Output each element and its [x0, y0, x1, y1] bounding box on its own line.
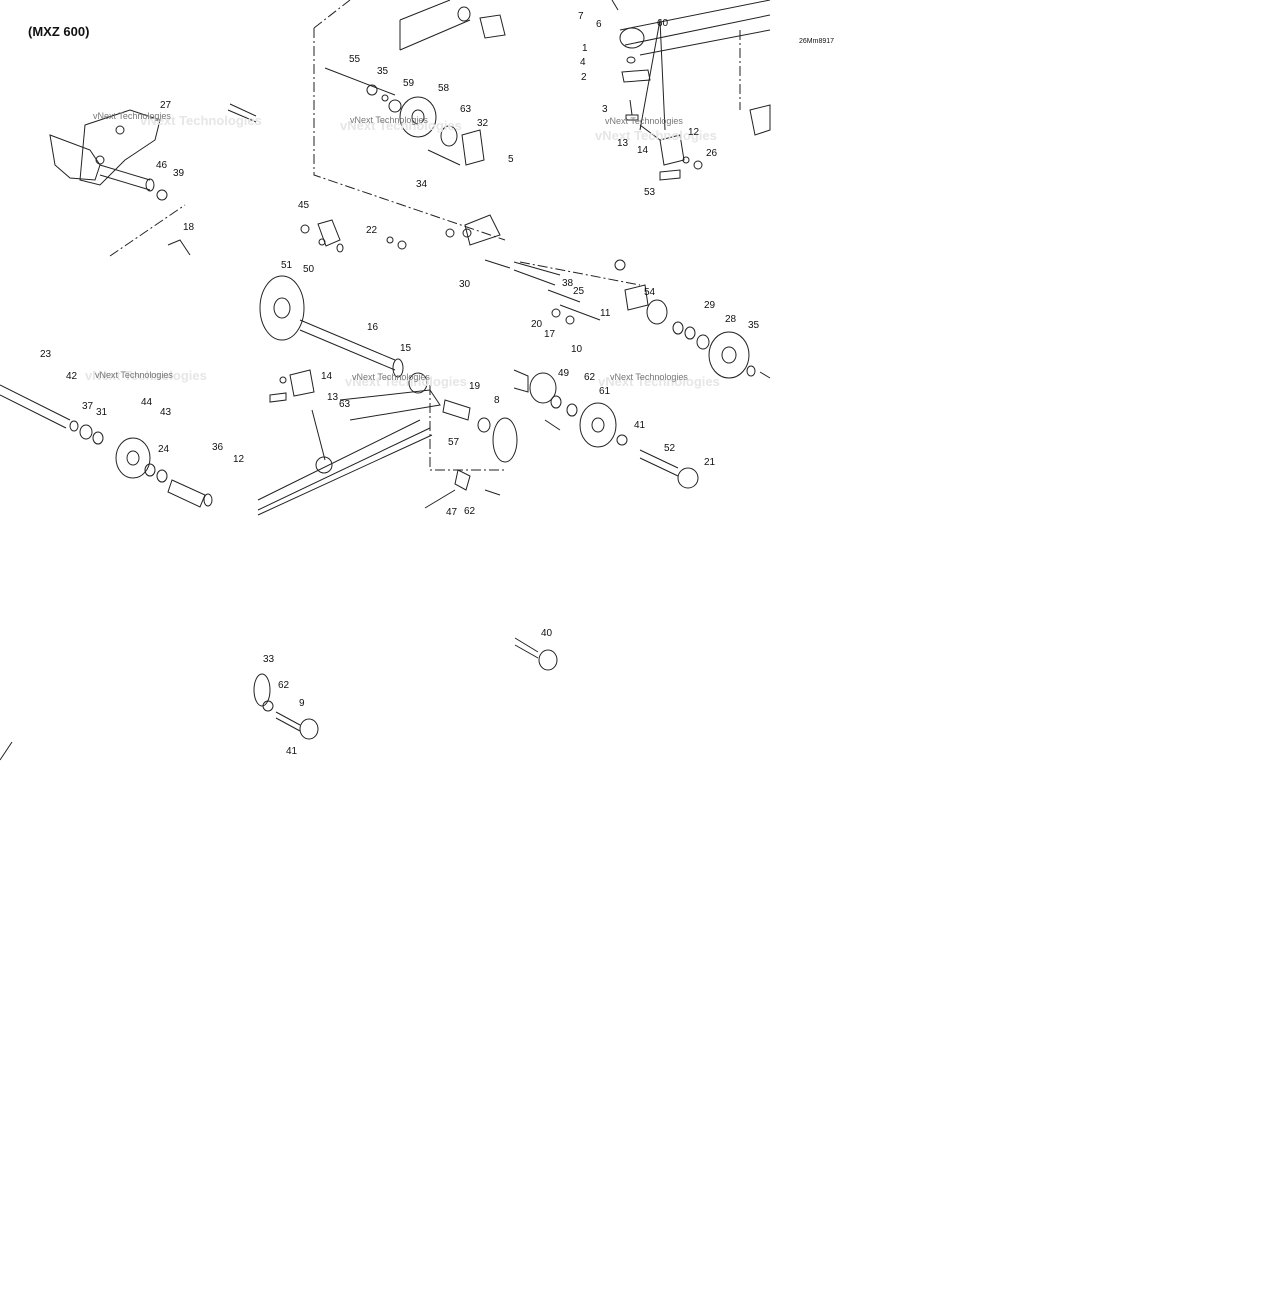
watermark: vNext Technologies: [605, 116, 683, 126]
callout-57: 57: [448, 437, 460, 448]
watermark: vNext Technologies: [610, 372, 688, 382]
callout-41: 41: [286, 746, 298, 757]
callout-61: 61: [599, 386, 611, 397]
callout-28: 28: [725, 314, 737, 325]
watermark: vNext Technologies: [350, 115, 428, 125]
callout-17: 17: [544, 329, 556, 340]
callout-9: 9: [299, 698, 305, 709]
front-shaft-assembly: [0, 384, 213, 508]
callout-11: 11: [600, 308, 611, 319]
drawing-code: 26Mm8917: [799, 38, 835, 45]
callout-25: 25: [573, 286, 585, 297]
rail-section-top: [611, 0, 771, 181]
callout-34: 34: [416, 179, 428, 190]
rear-idler-assembly: [513, 259, 771, 489]
callout-62: 62: [278, 680, 290, 691]
callout-27: 27: [160, 100, 172, 111]
callout-24: 24: [158, 444, 170, 455]
callout-43: 43: [160, 407, 172, 418]
callout-10: 10: [571, 344, 583, 355]
callout-13: 13: [327, 392, 339, 403]
callout-37: 37: [82, 401, 94, 412]
callout-2: 2: [581, 72, 587, 83]
callout-55: 55: [349, 54, 361, 65]
watermark-shadow: vNext Technologies: [340, 118, 462, 133]
watermark-shadow: vNext Technologies: [140, 113, 262, 128]
callout-6: 6: [596, 19, 602, 30]
callout-21: 21: [704, 457, 716, 468]
callout-58: 58: [438, 83, 450, 94]
center-slide-assembly: [257, 219, 518, 516]
callout-18: 18: [183, 222, 195, 233]
callout-8: 8: [494, 395, 500, 406]
callout-39: 39: [173, 168, 185, 179]
callout-31: 31: [96, 407, 108, 418]
callout-60: 60: [657, 18, 669, 29]
callout-1: 1: [582, 43, 588, 54]
callout-63: 63: [460, 104, 472, 115]
callout-59: 59: [403, 78, 415, 89]
callout-26: 26: [706, 148, 718, 159]
callout-50: 50: [303, 264, 315, 275]
callout-36: 36: [212, 442, 224, 453]
callout-14: 14: [637, 145, 649, 156]
callout-30: 30: [459, 279, 471, 290]
callout-41: 41: [634, 420, 646, 431]
callout-22: 22: [366, 225, 378, 236]
callout-13: 13: [617, 138, 629, 149]
callout-42: 42: [66, 371, 78, 382]
callout-38: 38: [562, 278, 574, 289]
watermark-shadow: vNext Technologies: [598, 374, 720, 389]
bottom-fasteners: [0, 637, 558, 761]
callout-29: 29: [704, 300, 716, 311]
callout-4: 4: [580, 57, 586, 68]
callout-46: 46: [156, 160, 168, 171]
callout-44: 44: [141, 397, 153, 408]
callout-7: 7: [578, 11, 584, 22]
callout-62: 62: [584, 372, 596, 383]
callout-62: 62: [464, 506, 476, 517]
callout-53: 53: [644, 187, 656, 198]
callout-23: 23: [40, 349, 52, 360]
idler-wheel-assembly-top: [324, 0, 511, 269]
callout-3: 3: [602, 104, 608, 115]
callout-33: 33: [263, 654, 275, 665]
watermark: vNext Technologies: [352, 372, 430, 382]
watermarks: vNext Technologies vNext Technologies vN…: [85, 111, 720, 389]
callout-35: 35: [748, 320, 760, 331]
callout-51: 51: [281, 260, 293, 271]
watermark-shadow: vNext Technologies: [595, 128, 717, 143]
callout-12: 12: [233, 454, 245, 465]
callout-19: 19: [469, 381, 481, 392]
diagram-title: (MXZ 600): [28, 24, 90, 39]
callout-63: 63: [339, 399, 351, 410]
callout-20: 20: [531, 319, 543, 330]
callout-14: 14: [321, 371, 333, 382]
callout-54: 54: [644, 287, 656, 298]
watermark-shadow: vNext Technologies: [85, 368, 207, 383]
callout-16: 16: [367, 322, 379, 333]
callout-35: 35: [377, 66, 389, 77]
callout-32: 32: [477, 118, 489, 129]
watermark: vNext Technologies: [93, 111, 171, 121]
callout-47: 47: [446, 507, 458, 518]
callout-49: 49: [558, 368, 570, 379]
callout-12: 12: [688, 127, 700, 138]
callout-15: 15: [400, 343, 412, 354]
callout-52: 52: [664, 443, 676, 454]
watermark: vNext Technologies: [95, 370, 173, 380]
callout-45: 45: [298, 200, 310, 211]
watermark-shadow: vNext Technologies: [345, 374, 467, 389]
shock-arm-assembly: [49, 103, 257, 256]
callout-5: 5: [508, 154, 514, 165]
callout-40: 40: [541, 628, 553, 639]
